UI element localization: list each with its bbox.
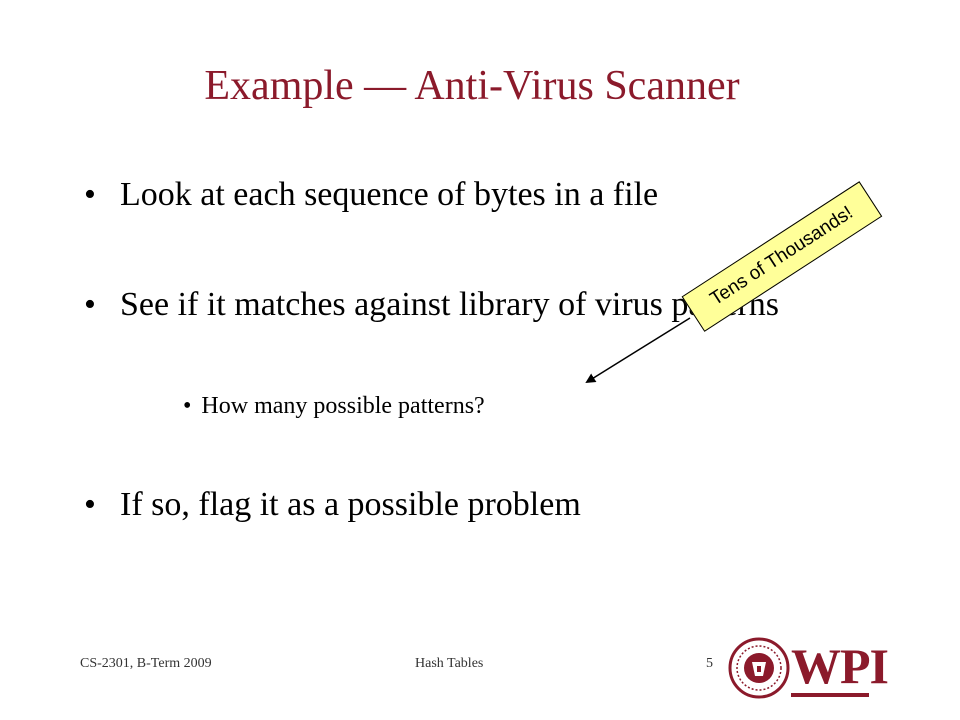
bullet-item: • Look at each sequence of bytes in a fi…: [84, 175, 844, 215]
footer-topic: Hash Tables: [415, 656, 484, 671]
seal-icon: [728, 637, 790, 699]
bullet-marker: •: [84, 286, 96, 323]
sub-bullet-item: • How many possible patterns?: [183, 391, 485, 421]
bullet-text: See if it matches against library of vir…: [120, 286, 780, 323]
footer-course: CS-2301, B-Term 2009: [80, 656, 212, 671]
bullet-marker: •: [84, 486, 96, 523]
bullet-item: • See if it matches against library of v…: [84, 285, 804, 325]
bullet-marker: •: [84, 176, 96, 213]
slide-title: Example — Anti-Virus Scanner: [204, 63, 740, 109]
logo-underline: [791, 693, 869, 697]
bullet-text: If so, flag it as a possible problem: [120, 486, 581, 523]
logo-wordmark: WPI: [791, 638, 889, 694]
sub-bullet-marker: •: [183, 393, 192, 419]
bullet-item: • If so, flag it as a possible problem: [84, 485, 844, 525]
sub-bullet-text: How many possible patterns?: [201, 393, 485, 419]
callout-arrow-line: [585, 317, 691, 384]
bullet-text: Look at each sequence of bytes in a file: [120, 176, 659, 213]
wpi-logo: WPI: [728, 630, 889, 705]
footer-page-number: 5: [706, 656, 713, 671]
